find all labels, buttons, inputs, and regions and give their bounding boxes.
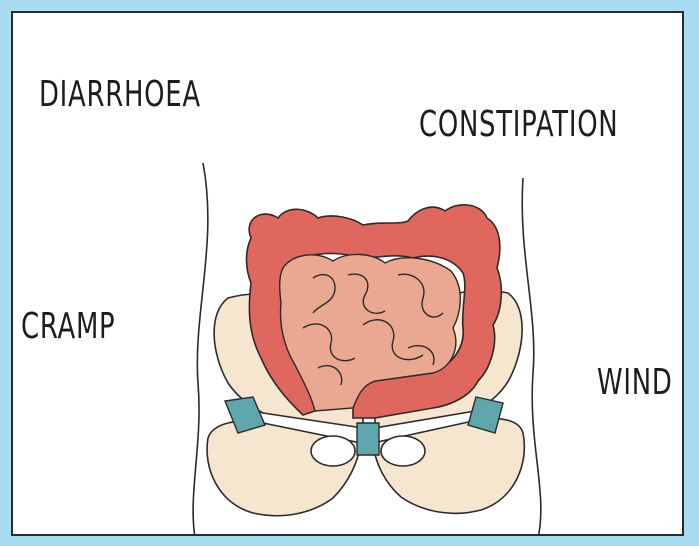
label-constipation: CONSTIPATION [419,107,618,143]
body-outline-left [193,163,208,536]
body-outline-right [522,178,541,536]
illustration-panel: DIARRHOEA CONSTIPATION CRAMP WIND [11,11,684,536]
label-cramp: CRAMP [21,309,115,345]
label-wind: WIND [597,365,673,401]
label-diarrhoea: DIARRHOEA [39,77,201,113]
